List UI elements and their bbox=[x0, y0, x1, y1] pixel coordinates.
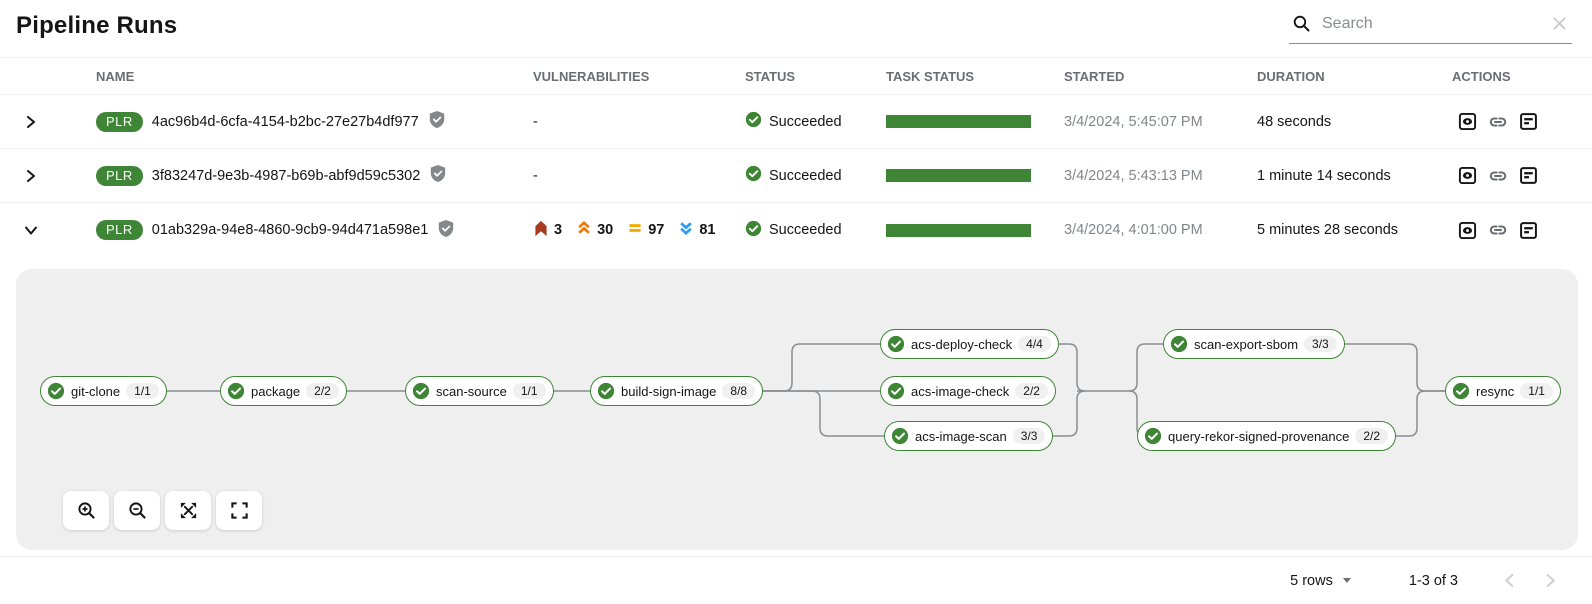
severity-high-icon bbox=[576, 220, 592, 240]
view-output-icon[interactable] bbox=[1458, 221, 1477, 240]
duration-text: 48 seconds bbox=[1257, 113, 1332, 130]
task-node-build-sign-image[interactable]: build-sign-image 8/8 bbox=[590, 376, 764, 406]
critical-vulnerabilities: 3 bbox=[533, 220, 562, 241]
task-status-bar bbox=[886, 223, 1031, 237]
expand-row-button[interactable] bbox=[22, 167, 40, 185]
duration-text: 1 minute 14 seconds bbox=[1257, 167, 1391, 184]
vulnerabilities-cell: 3 30 97 81 bbox=[533, 220, 745, 241]
table-row: PLR 4ac96b4d-6cfa-4154-b2bc-27e27b4df977… bbox=[0, 95, 1592, 149]
caret-down-icon bbox=[1342, 578, 1351, 583]
link-icon[interactable] bbox=[1488, 166, 1508, 186]
pipelinerun-badge: PLR bbox=[96, 165, 143, 186]
task-count-badge: 2/2 bbox=[1015, 383, 1048, 399]
succeeded-check-icon bbox=[745, 111, 762, 132]
status-text: Succeeded bbox=[769, 222, 842, 238]
task-count-badge: 4/4 bbox=[1018, 336, 1051, 352]
task-node-scan-export-sbom[interactable]: scan-export-sbom 3/3 bbox=[1163, 329, 1345, 359]
link-icon[interactable] bbox=[1488, 220, 1508, 240]
status-text: Succeeded bbox=[769, 113, 842, 130]
high-vulnerabilities: 30 bbox=[576, 220, 613, 240]
view-output-icon[interactable] bbox=[1458, 112, 1477, 131]
column-header-name: NAME bbox=[96, 68, 135, 84]
severity-critical-icon bbox=[533, 220, 549, 241]
signed-shield-icon bbox=[437, 219, 455, 242]
zoom-in-button[interactable] bbox=[63, 491, 109, 530]
search-icon bbox=[1293, 15, 1310, 32]
clear-search-icon[interactable] bbox=[1551, 15, 1568, 32]
task-count-badge: 1/1 bbox=[126, 383, 159, 399]
task-count-badge: 2/2 bbox=[306, 383, 339, 399]
task-count-badge: 8/8 bbox=[722, 383, 756, 399]
task-node-acs-deploy-check[interactable]: acs-deploy-check 4/4 bbox=[880, 329, 1059, 359]
task-node-acs-image-check[interactable]: acs-image-check 2/2 bbox=[880, 376, 1056, 406]
search-input[interactable] bbox=[1320, 13, 1541, 34]
zoom-out-button[interactable] bbox=[114, 491, 160, 530]
pipelinerun-badge: PLR bbox=[96, 111, 143, 132]
column-header-vulnerabilities: VULNERABILITIES bbox=[533, 68, 650, 84]
task-count-badge: 2/2 bbox=[1355, 428, 1389, 444]
next-page-icon[interactable] bbox=[1543, 573, 1558, 588]
vulnerabilities-empty: - bbox=[533, 167, 538, 184]
signed-shield-icon bbox=[428, 110, 446, 133]
started-timestamp: 3/4/2024, 4:01:00 PM bbox=[1064, 222, 1203, 238]
task-node-resync[interactable]: resync 1/1 bbox=[1445, 376, 1561, 406]
previous-page-icon[interactable] bbox=[1502, 573, 1517, 588]
column-header-duration: DURATION bbox=[1257, 68, 1325, 84]
severity-low-icon bbox=[678, 220, 694, 240]
table-footer: 5 rows 1-3 of 3 bbox=[0, 556, 1592, 604]
pipelinerun-name-link[interactable]: 4ac96b4d-6cfa-4154-b2bc-27e27b4df977 bbox=[151, 113, 419, 130]
status-text: Succeeded bbox=[769, 167, 842, 184]
task-node-query-rekor-signed-provenance[interactable]: query-rekor-signed-provenance 2/2 bbox=[1137, 421, 1397, 451]
task-count-badge: 3/3 bbox=[1012, 428, 1046, 444]
graph-controls bbox=[63, 491, 262, 530]
logs-icon[interactable] bbox=[1519, 166, 1538, 185]
table-header-row: NAME VULNERABILITIES STATUS TASK STATUS … bbox=[0, 57, 1592, 95]
started-timestamp: 3/4/2024, 5:45:07 PM bbox=[1064, 113, 1203, 130]
fit-to-screen-button[interactable] bbox=[165, 491, 211, 530]
succeeded-check-icon bbox=[745, 220, 762, 241]
logs-icon[interactable] bbox=[1519, 112, 1538, 131]
pipelinerun-badge: PLR bbox=[96, 220, 143, 240]
medium-vulnerabilities: 97 bbox=[627, 220, 664, 240]
table-row: PLR 01ab329a-94e8-4860-9cb9-94d471a598e1… bbox=[0, 203, 1592, 257]
table-row: PLR 3f83247d-9e3b-4987-b69b-abf9d59c5302… bbox=[0, 149, 1592, 203]
pipelinerun-name-link[interactable]: 3f83247d-9e3b-4987-b69b-abf9d59c5302 bbox=[151, 167, 421, 184]
duration-text: 5 minutes 28 seconds bbox=[1257, 222, 1399, 238]
task-count-badge: 1/1 bbox=[512, 383, 546, 399]
column-header-actions: ACTIONS bbox=[1452, 68, 1511, 84]
column-header-status: STATUS bbox=[745, 68, 796, 84]
task-status-bar bbox=[886, 115, 1031, 128]
task-node-acs-image-scan[interactable]: acs-image-scan 3/3 bbox=[884, 421, 1054, 451]
vulnerabilities-empty: - bbox=[533, 113, 538, 130]
started-timestamp: 3/4/2024, 5:43:13 PM bbox=[1064, 167, 1203, 184]
severity-medium-icon bbox=[627, 220, 643, 240]
reset-view-button[interactable] bbox=[216, 491, 262, 530]
low-vulnerabilities: 81 bbox=[678, 220, 716, 240]
task-node-scan-source[interactable]: scan-source 1/1 bbox=[405, 376, 554, 406]
task-count-badge: 3/3 bbox=[1304, 336, 1337, 352]
signed-shield-icon bbox=[429, 164, 447, 187]
page-header: Pipeline Runs bbox=[0, 0, 1592, 57]
succeeded-check-icon bbox=[745, 165, 762, 186]
rows-per-page-dropdown[interactable]: 5 rows bbox=[1284, 572, 1357, 590]
pagination-range: 1-3 of 3 bbox=[1408, 572, 1458, 589]
page-title: Pipeline Runs bbox=[16, 12, 178, 39]
task-status-bar bbox=[886, 169, 1031, 182]
pipelinerun-name-link[interactable]: 01ab329a-94e8-4860-9cb9-94d471a598e1 bbox=[151, 222, 429, 238]
column-header-task-status: TASK STATUS bbox=[886, 68, 975, 84]
task-node-package[interactable]: package 2/2 bbox=[220, 376, 347, 406]
task-count-badge: 1/1 bbox=[1520, 383, 1553, 399]
task-node-git-clone[interactable]: git-clone 1/1 bbox=[40, 376, 167, 406]
link-icon[interactable] bbox=[1488, 112, 1508, 132]
column-header-started: STARTED bbox=[1064, 68, 1125, 84]
logs-icon[interactable] bbox=[1519, 221, 1538, 240]
view-output-icon[interactable] bbox=[1458, 166, 1477, 185]
pipeline-visualization-panel: git-clone 1/1 package 2/2 scan-source 1/… bbox=[16, 269, 1578, 550]
expand-row-button[interactable] bbox=[22, 113, 40, 131]
collapse-row-button[interactable] bbox=[22, 221, 40, 239]
search-box bbox=[1289, 8, 1572, 44]
